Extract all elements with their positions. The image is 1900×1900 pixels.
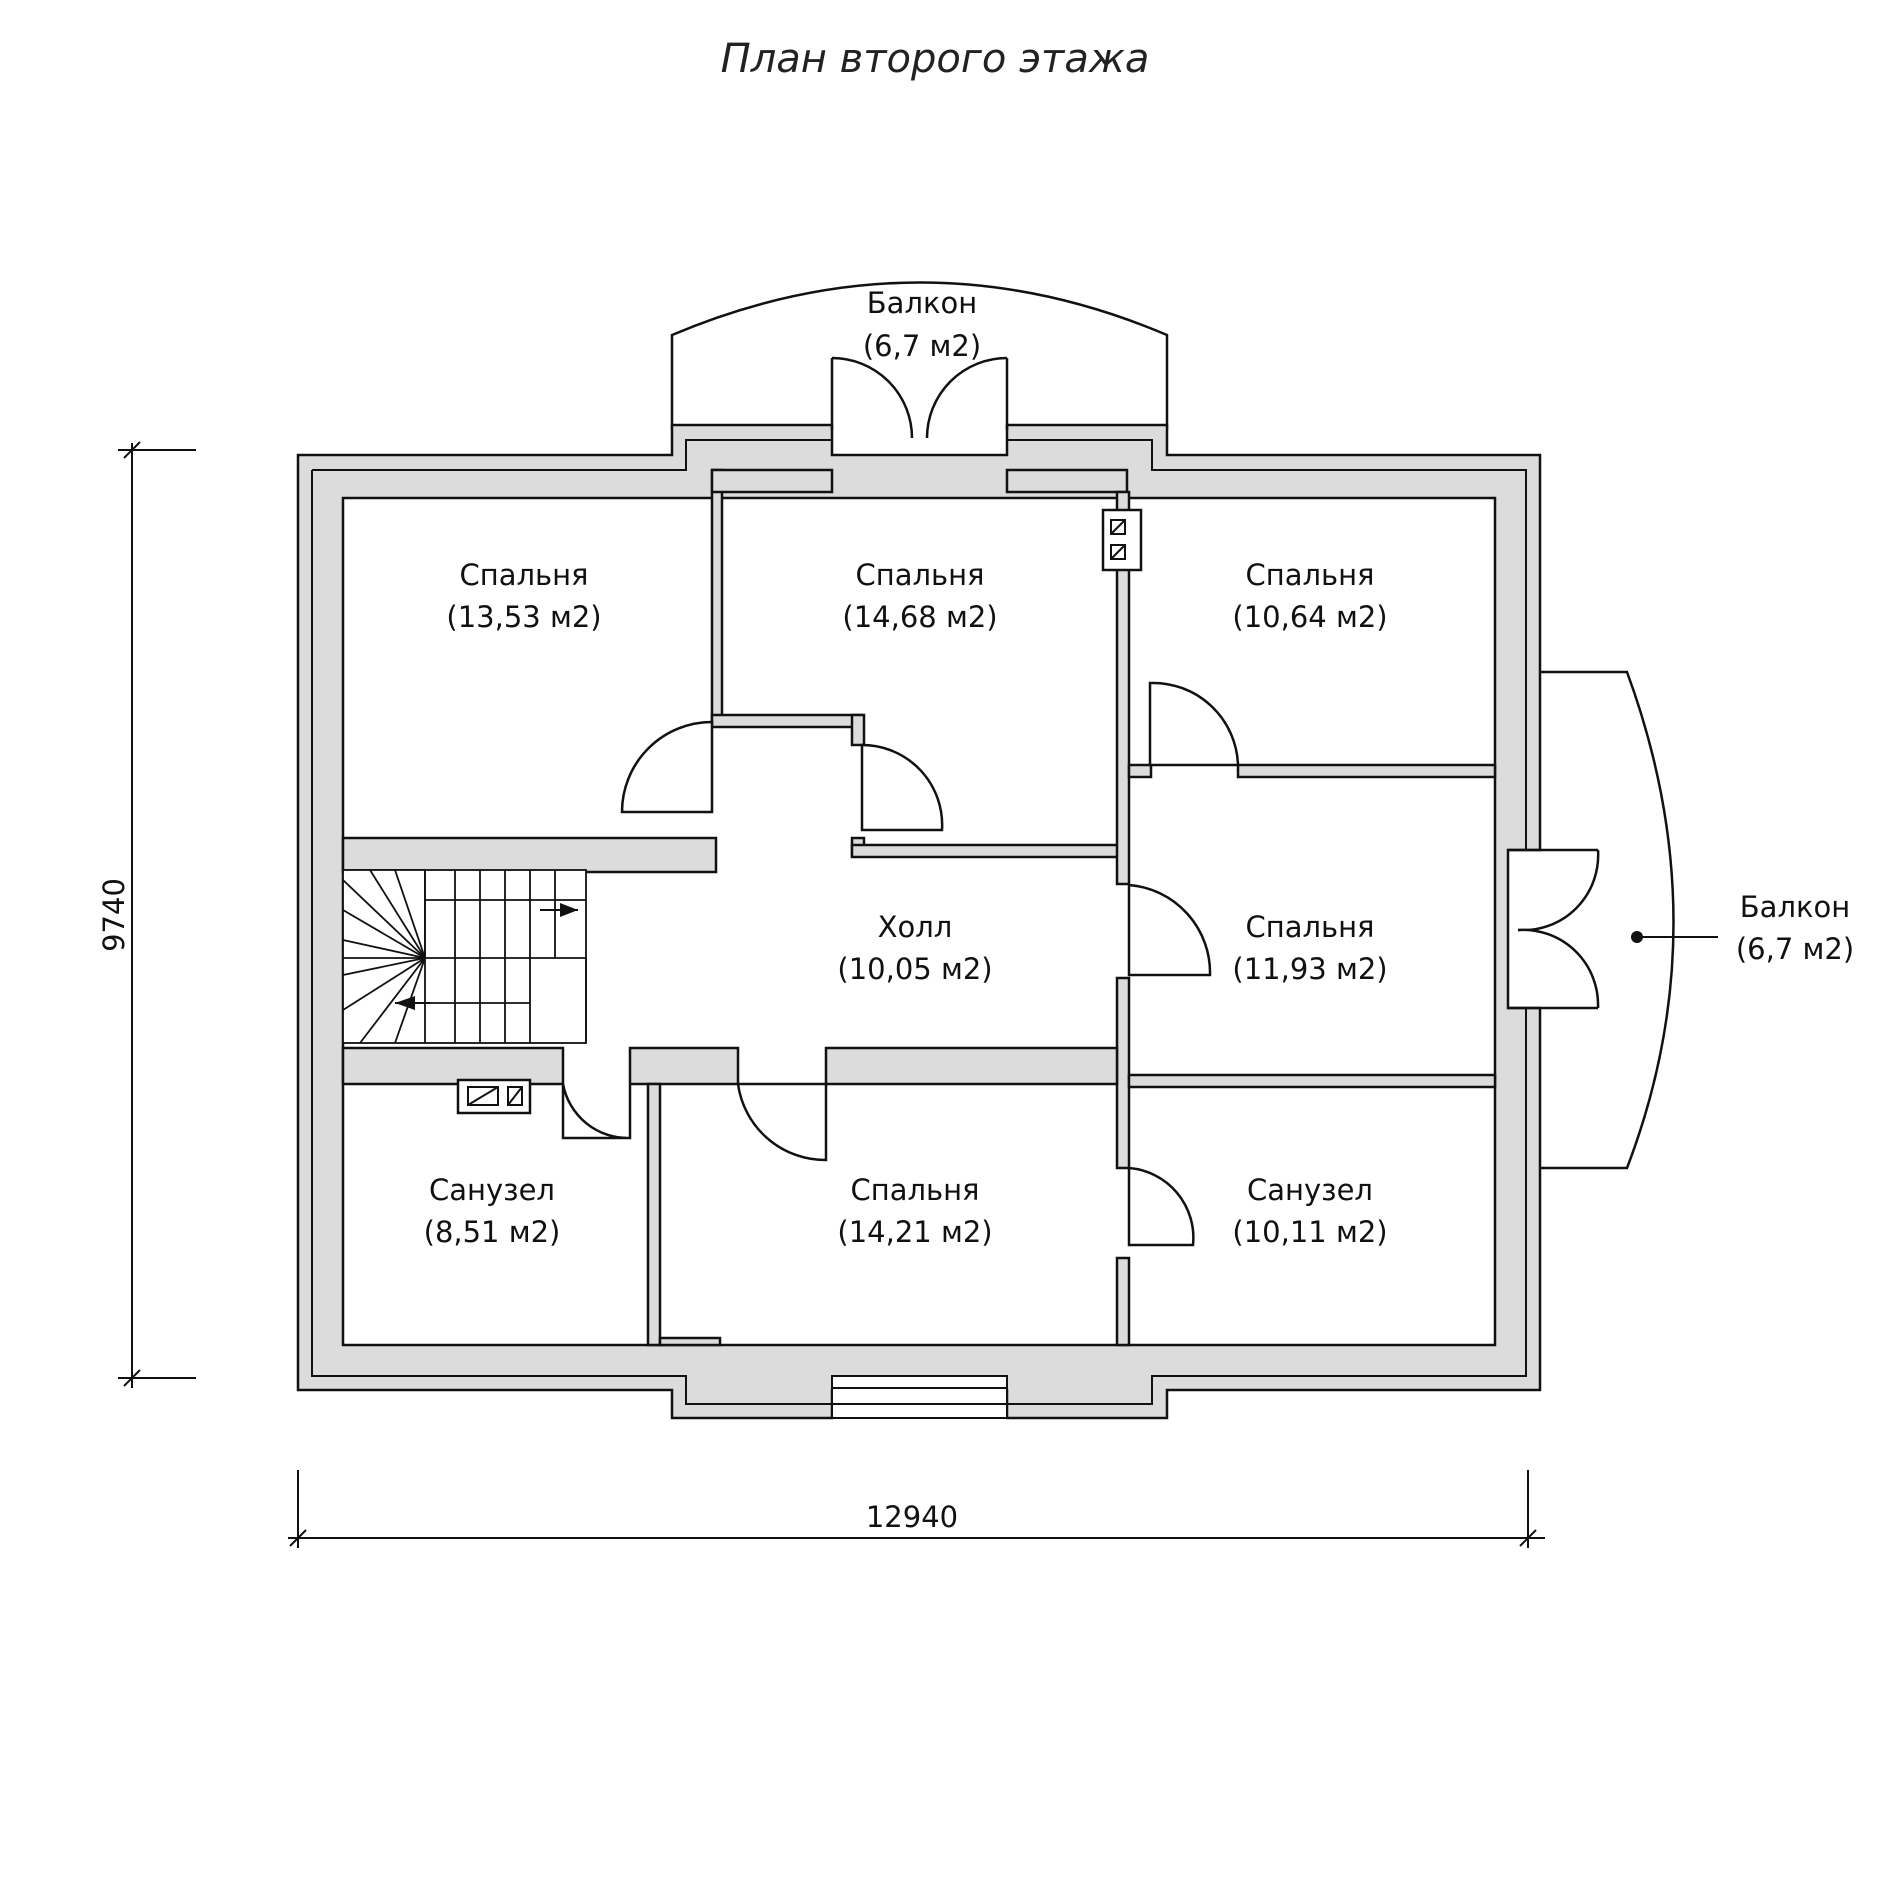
room-bedroom-3: Спальня (10,64 м2): [1232, 558, 1387, 634]
room-area: (8,51 м2): [424, 1215, 561, 1249]
room-area: (10,05 м2): [837, 952, 992, 986]
vent-block-bathroom: [456, 1078, 532, 1115]
room-name: Спальня: [459, 558, 588, 592]
room-name: Санузел: [1247, 1173, 1373, 1207]
room-area: (6,7 м2): [1736, 932, 1854, 966]
vent-block: [1101, 508, 1143, 572]
room-name: Спальня: [1245, 558, 1374, 592]
room-bathroom-2: Санузел (10,11 м2): [1232, 1173, 1387, 1249]
plan-title: План второго этажа: [721, 36, 1150, 82]
room-name: Спальня: [855, 558, 984, 592]
room-name: Балкон: [867, 286, 977, 320]
room-area: (14,21 м2): [837, 1215, 992, 1249]
room-name: Санузел: [429, 1173, 555, 1207]
room-area: (10,11 м2): [1232, 1215, 1387, 1249]
dimension-height: 9740: [97, 441, 196, 1388]
room-area: (13,53 м2): [446, 600, 601, 634]
doors: [561, 356, 1600, 1247]
room-bedroom-5: Спальня (14,21 м2): [837, 1173, 992, 1249]
room-name: Холл: [878, 910, 953, 944]
room-area: (6,7 м2): [863, 329, 981, 363]
room-balcony-right: Балкон (6,7 м2): [1736, 890, 1854, 966]
staircase: [342, 869, 587, 1044]
dimension-height-label: 9740: [97, 878, 131, 952]
room-area: (14,68 м2): [842, 600, 997, 634]
room-name: Балкон: [1740, 890, 1850, 924]
room-bathroom-1: Санузел (8,51 м2): [424, 1173, 561, 1249]
balcony-right: [1538, 670, 1718, 1170]
room-name: Спальня: [850, 1173, 979, 1207]
inner-walls: [341, 468, 1497, 1347]
dimension-width-label: 12940: [866, 1500, 958, 1534]
dimension-width: 12940: [288, 1470, 1545, 1548]
balcony-top: [670, 281, 1169, 430]
room-name: Спальня: [1245, 910, 1374, 944]
room-bedroom-4: Спальня (11,93 м2): [1232, 910, 1387, 986]
room-bedroom-1: Спальня (13,53 м2): [446, 558, 601, 634]
room-area: (11,93 м2): [1232, 952, 1387, 986]
room-hall: Холл (10,05 м2): [837, 910, 992, 986]
room-bedroom-2: Спальня (14,68 м2): [842, 558, 997, 634]
room-balcony-top: Балкон (6,7 м2): [863, 286, 981, 363]
window-bottom: [831, 1375, 1008, 1419]
room-area: (10,64 м2): [1232, 600, 1387, 634]
